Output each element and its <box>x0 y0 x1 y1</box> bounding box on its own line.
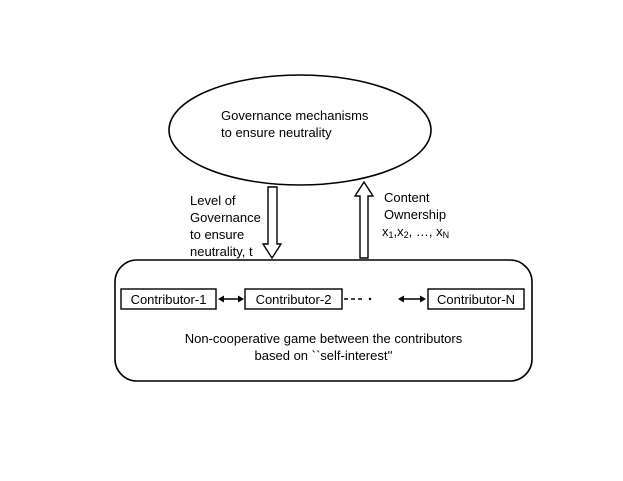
governance-line-2: to ensure neutrality <box>221 125 332 140</box>
sub-n: N <box>442 230 450 240</box>
double-arrow-n <box>398 295 426 303</box>
contributor-2-label: Contributor-2 <box>255 292 332 307</box>
governance-line-1: Governance mechanisms <box>221 108 369 123</box>
sub-2: 2 <box>403 230 409 240</box>
double-arrow-1-2 <box>218 295 244 303</box>
governance-level-line-4: neutrality, t <box>190 244 253 259</box>
ellipsis-dot <box>368 297 372 301</box>
contributor-n-label: Contributor-N <box>436 292 516 307</box>
content-ownership-line-1: Content <box>384 190 430 205</box>
down-arrow <box>261 186 283 260</box>
sub-1: 1 <box>388 230 394 240</box>
contributor-1-box <box>120 288 217 310</box>
up-arrow <box>353 180 375 259</box>
game-line-2: based on ``self-interest'' <box>254 348 393 363</box>
governance-level-line-2: Governance <box>190 210 261 225</box>
content-ownership-label: Content Ownership x1,x2, …, xN <box>382 189 450 240</box>
governance-label: Governance mechanisms to ensure neutrali… <box>221 107 368 141</box>
ownership-variables: x1,x2, …, xN <box>382 224 450 240</box>
contributor-2-box <box>244 288 343 310</box>
governance-ellipse <box>168 74 432 186</box>
governance-level-label: Level of Governance to ensure neutrality… <box>190 192 261 260</box>
contributor-n-box <box>427 288 525 310</box>
game-description: Non-cooperative game between the contrib… <box>115 330 532 364</box>
content-ownership-line-2: Ownership <box>384 207 447 222</box>
contributor-1-label: Contributor-1 <box>130 292 207 307</box>
governance-level-line-1: Level of <box>190 193 236 208</box>
governance-level-line-3: to ensure <box>190 227 245 242</box>
game-line-1: Non-cooperative game between the contrib… <box>184 331 463 346</box>
